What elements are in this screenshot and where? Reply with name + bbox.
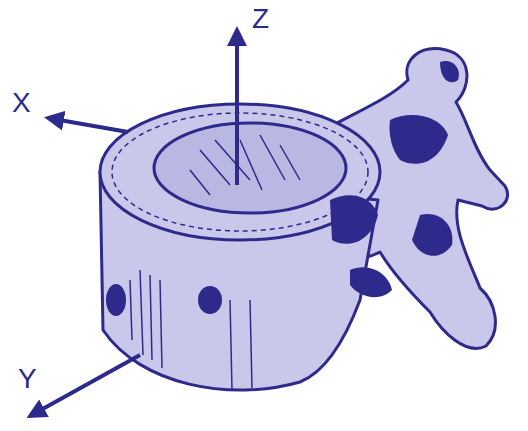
endplate — [154, 123, 346, 213]
axis-label: X — [12, 88, 31, 118]
axis-arrows — [30, 30, 237, 416]
shading — [106, 61, 459, 316]
axis-label: Z — [252, 4, 269, 34]
texture — [112, 113, 368, 390]
axis-label: Y — [18, 364, 37, 394]
